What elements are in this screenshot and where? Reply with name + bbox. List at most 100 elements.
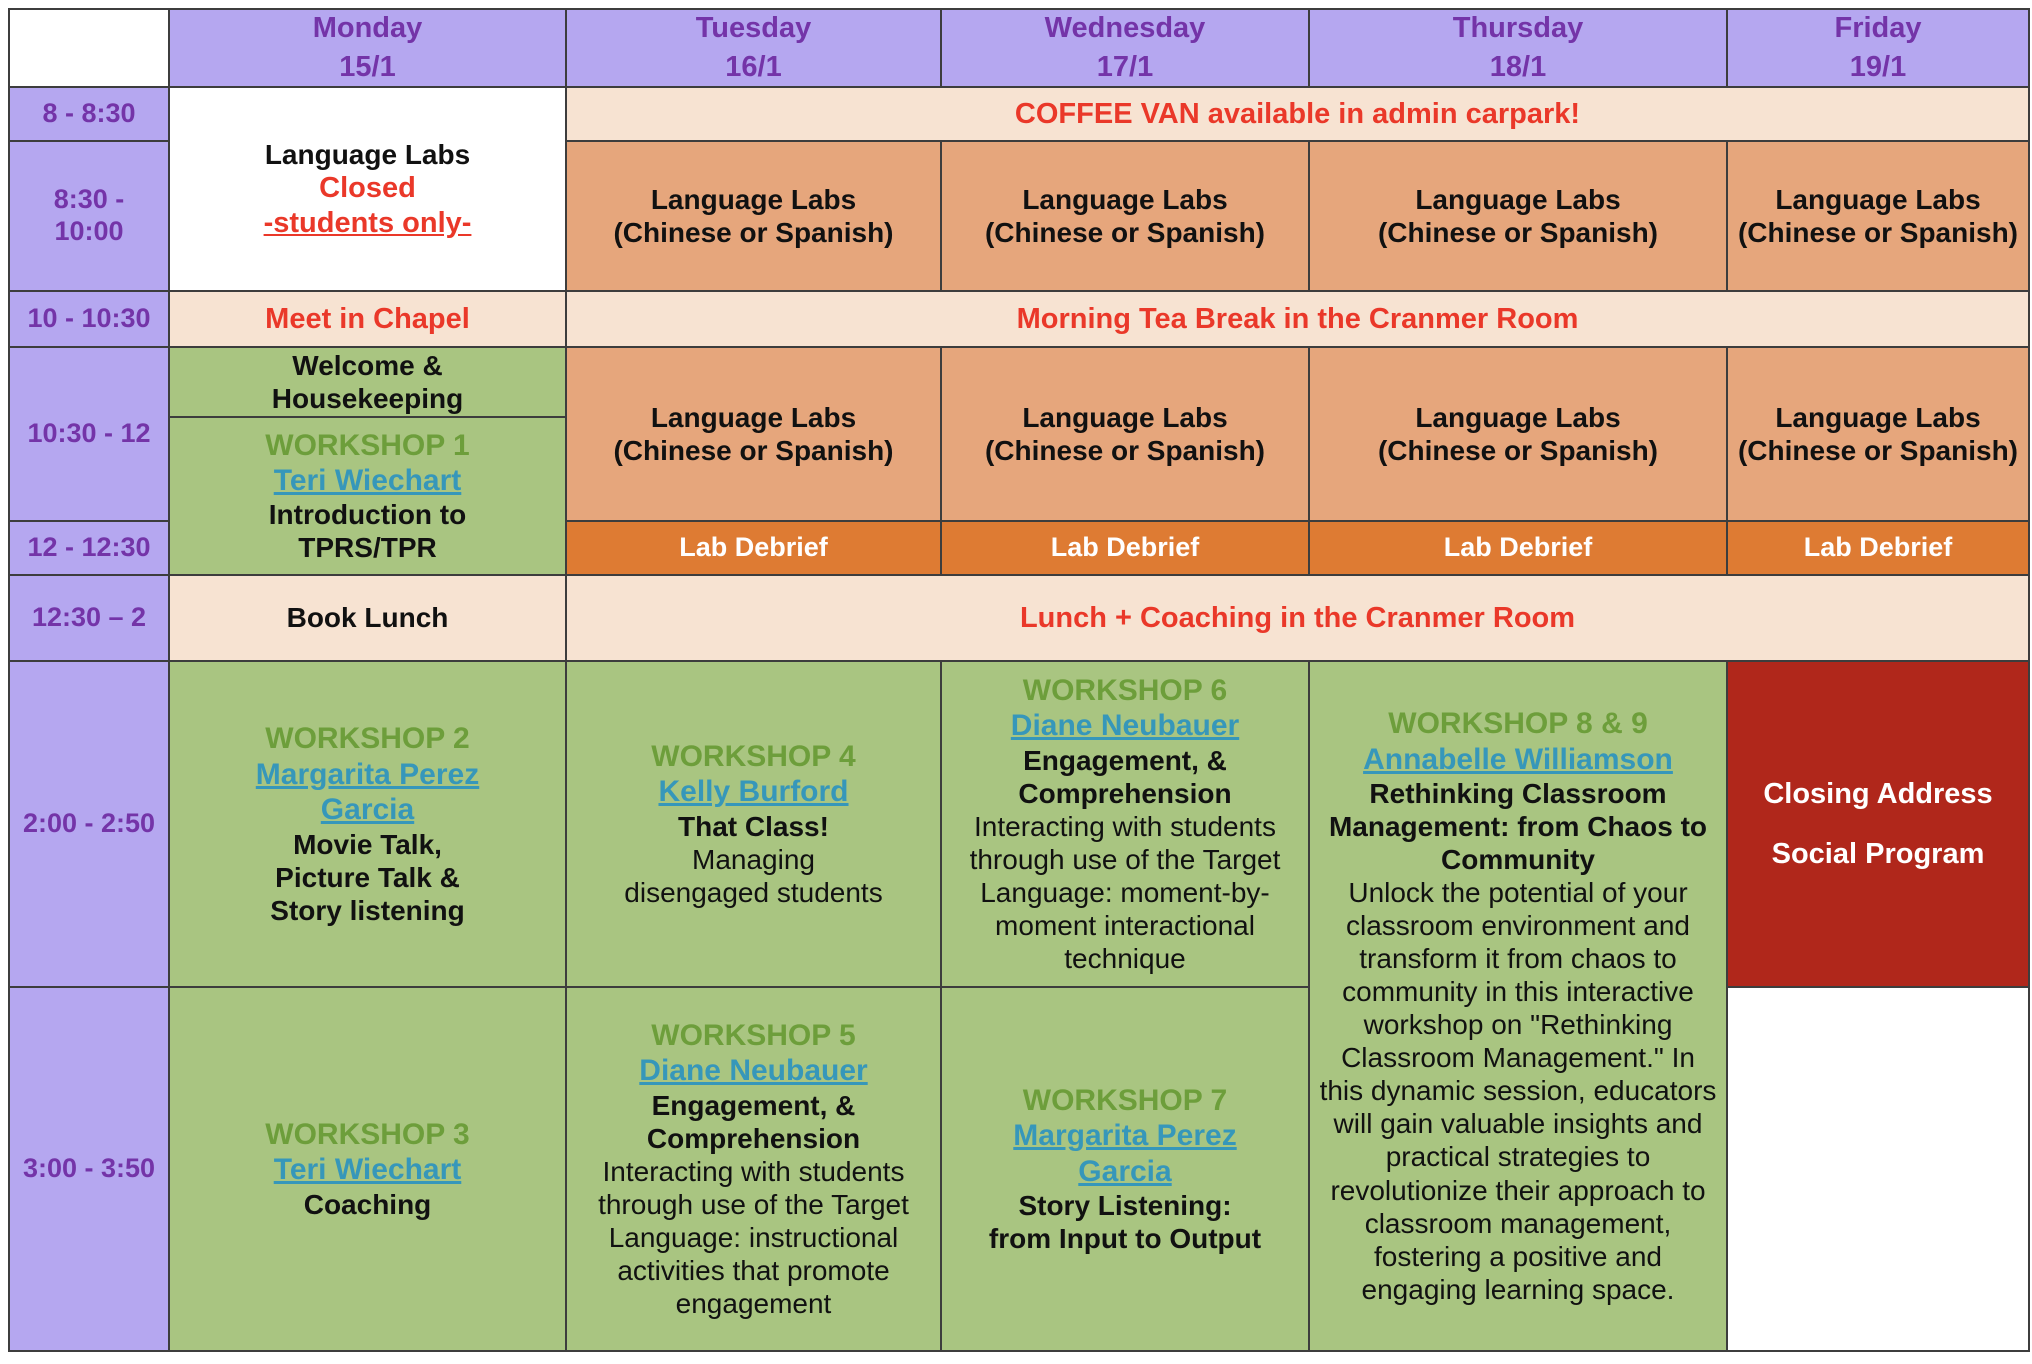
- social-program-label: Social Program: [1771, 838, 1985, 870]
- labs-line1: Language Labs: [1775, 183, 1981, 215]
- workshop-1-cell: WORKSHOP 1 Teri Wiechart Introduction to…: [170, 418, 565, 574]
- labs-line1: Language Labs: [1415, 401, 1621, 433]
- time-slot-830-10: 8:30 - 10:00: [10, 142, 168, 290]
- lab-debrief-cell-wednesday: Lab Debrief: [942, 522, 1308, 574]
- workshop-3-cell: WORKSHOP 3 Teri Wiechart Coaching: [170, 988, 565, 1350]
- time-slot-2-250: 2:00 - 2:50: [10, 662, 168, 986]
- labs-line2: (Chinese or Spanish): [984, 435, 1266, 466]
- lab-debrief-cell-friday: Lab Debrief: [1728, 522, 2028, 574]
- labs-line2: (Chinese or Spanish): [613, 217, 894, 248]
- workshop-title: Engagement, & Comprehension: [646, 1089, 861, 1154]
- workshop-title: Engagement, & Comprehension: [1018, 744, 1232, 809]
- presenter-link[interactable]: Teri Wiechart: [273, 1153, 462, 1187]
- day-name: Tuesday: [695, 11, 812, 44]
- labs-line2: (Chinese or Spanish): [1737, 217, 2019, 248]
- workshop-6-cell: WORKSHOP 6 Diane Neubauer Engagement, & …: [942, 662, 1308, 986]
- labs-line2: (Chinese or Spanish): [613, 435, 894, 466]
- time-slot-12-1230: 12 - 12:30: [10, 522, 168, 574]
- workshop-5-cell: WORKSHOP 5 Diane Neubauer Engagement, & …: [567, 988, 940, 1350]
- workshop-description: Unlock the potential of your classroom e…: [1319, 877, 1717, 1305]
- language-labs-cell-friday-late: Language Labs (Chinese or Spanish): [1728, 348, 2028, 520]
- workshop-title: Movie Talk, Picture Talk & Story listeni…: [270, 828, 465, 926]
- monday-labs-closed-cell: Language Labs Closed -students only-: [170, 88, 565, 290]
- labs-line1: Language Labs: [1775, 401, 1981, 433]
- day-header-wednesday: Wednesday 17/1: [942, 10, 1308, 86]
- day-header-monday: Monday 15/1: [170, 10, 565, 86]
- lunch-coaching-banner: Lunch + Coaching in the Cranmer Room: [567, 576, 2028, 660]
- labs-line1: Language Labs: [650, 401, 857, 433]
- day-name: Thursday: [1452, 11, 1584, 44]
- lab-debrief-cell-tuesday: Lab Debrief: [567, 522, 940, 574]
- workshop-title: Introduction to TPRS/TPR: [268, 499, 467, 564]
- labs-closed-line3: -students only-: [263, 206, 472, 239]
- labs-line2: (Chinese or Spanish): [1737, 435, 2019, 466]
- labs-line1: Language Labs: [1415, 183, 1621, 215]
- closing-address-label: Closing Address: [1763, 777, 1993, 810]
- labs-line1: Language Labs: [1022, 401, 1228, 433]
- workshop-title: Story Listening: from Input to Output: [988, 1190, 1262, 1255]
- friday-empty-cell: [1728, 988, 2028, 1350]
- labs-closed-line2: Closed: [319, 172, 416, 205]
- labs-closed-line1: Language Labs: [264, 139, 471, 171]
- workshop-id: WORKSHOP 8 & 9: [1388, 707, 1648, 741]
- workshop-id: WORKSHOP 6: [1022, 674, 1228, 707]
- presenter-link[interactable]: Diane Neubauer: [639, 1054, 868, 1088]
- presenter-link[interactable]: Teri Wiechart: [273, 463, 462, 497]
- day-date: 17/1: [1096, 51, 1154, 83]
- labs-line2: (Chinese or Spanish): [1377, 435, 1659, 466]
- book-lunch-cell: Book Lunch: [170, 576, 565, 660]
- time-slot-3-350: 3:00 - 3:50: [10, 988, 168, 1350]
- day-name: Monday: [312, 11, 423, 44]
- workshop-id: WORKSHOP 7: [1022, 1083, 1228, 1117]
- workshop-2-cell: WORKSHOP 2 Margarita Perez Garcia Movie …: [170, 662, 565, 986]
- workshop-title: Coaching: [303, 1188, 432, 1220]
- lab-debrief-cell-thursday: Lab Debrief: [1310, 522, 1726, 574]
- welcome-label: Welcome & Housekeeping: [271, 349, 464, 414]
- workshop-description: Managing disengaged students: [624, 843, 883, 908]
- labs-line2: (Chinese or Spanish): [984, 217, 1266, 248]
- workshop-id: WORKSHOP 5: [651, 1019, 856, 1052]
- closing-address-cell: Closing Address Social Program: [1728, 662, 2028, 986]
- presenter-link[interactable]: Margarita Perez Garcia: [255, 757, 480, 827]
- day-date: 15/1: [339, 51, 396, 83]
- time-slot-10-1030: 10 - 10:30: [10, 292, 168, 346]
- workshop-id: WORKSHOP 4: [651, 740, 856, 774]
- day-header-tuesday: Tuesday 16/1: [567, 10, 940, 86]
- language-labs-cell-tuesday-am: Language Labs (Chinese or Spanish): [567, 142, 940, 290]
- day-name: Friday: [1834, 11, 1922, 44]
- workshop-8-9-cell: WORKSHOP 8 & 9 Annabelle Williamson Reth…: [1310, 662, 1726, 1350]
- day-header-thursday: Thursday 18/1: [1310, 10, 1726, 86]
- workshop-id: WORKSHOP 2: [265, 722, 470, 756]
- workshop-title: Rethinking Classroom Management: from Ch…: [1328, 778, 1708, 876]
- time-slot-1030-12: 10:30 - 12: [10, 348, 168, 520]
- workshop-id: WORKSHOP 1: [265, 428, 470, 462]
- labs-line1: Language Labs: [650, 183, 857, 215]
- coffee-van-banner: COFFEE VAN available in admin carpark!: [567, 88, 2028, 140]
- presenter-link[interactable]: Kelly Burford: [658, 775, 849, 809]
- language-labs-cell-wednesday-am: Language Labs (Chinese or Spanish): [942, 142, 1308, 290]
- language-labs-cell-friday-am: Language Labs (Chinese or Spanish): [1728, 142, 2028, 290]
- labs-line2: (Chinese or Spanish): [1377, 217, 1659, 248]
- morning-tea-banner: Morning Tea Break in the Cranmer Room: [567, 292, 2028, 346]
- workshop-description: Interacting with students through use of…: [969, 810, 1281, 974]
- workshop-id: WORKSHOP 3: [265, 1118, 470, 1152]
- workshop-7-cell: WORKSHOP 7 Margarita Perez Garcia Story …: [942, 988, 1308, 1350]
- presenter-link[interactable]: Diane Neubauer: [1010, 709, 1240, 743]
- language-labs-cell-thursday-am: Language Labs (Chinese or Spanish): [1310, 142, 1726, 290]
- presenter-link[interactable]: Annabelle Williamson: [1363, 742, 1673, 776]
- corner-cell: [10, 10, 168, 86]
- presenter-link[interactable]: Margarita Perez Garcia: [1013, 1119, 1237, 1188]
- language-labs-cell-thursday-late: Language Labs (Chinese or Spanish): [1310, 348, 1726, 520]
- workshop-4-cell: WORKSHOP 4 Kelly Burford That Class! Man…: [567, 662, 940, 986]
- labs-line1: Language Labs: [1022, 183, 1228, 215]
- time-slot-8-830: 8 - 8:30: [10, 88, 168, 140]
- workshop-description: Interacting with students through use of…: [598, 1155, 909, 1319]
- schedule-table: Monday 15/1 Tuesday 16/1 Wednesday 17/1 …: [8, 8, 2030, 1352]
- workshop-title: That Class!: [678, 810, 829, 842]
- language-labs-cell-tuesday-late: Language Labs (Chinese or Spanish): [567, 348, 940, 520]
- meet-in-chapel-cell: Meet in Chapel: [170, 292, 565, 346]
- time-slot-1230-2: 12:30 – 2: [10, 576, 168, 660]
- day-date: 18/1: [1489, 51, 1547, 83]
- welcome-housekeeping-cell: Welcome & Housekeeping: [170, 348, 565, 416]
- language-labs-cell-wednesday-late: Language Labs (Chinese or Spanish): [942, 348, 1308, 520]
